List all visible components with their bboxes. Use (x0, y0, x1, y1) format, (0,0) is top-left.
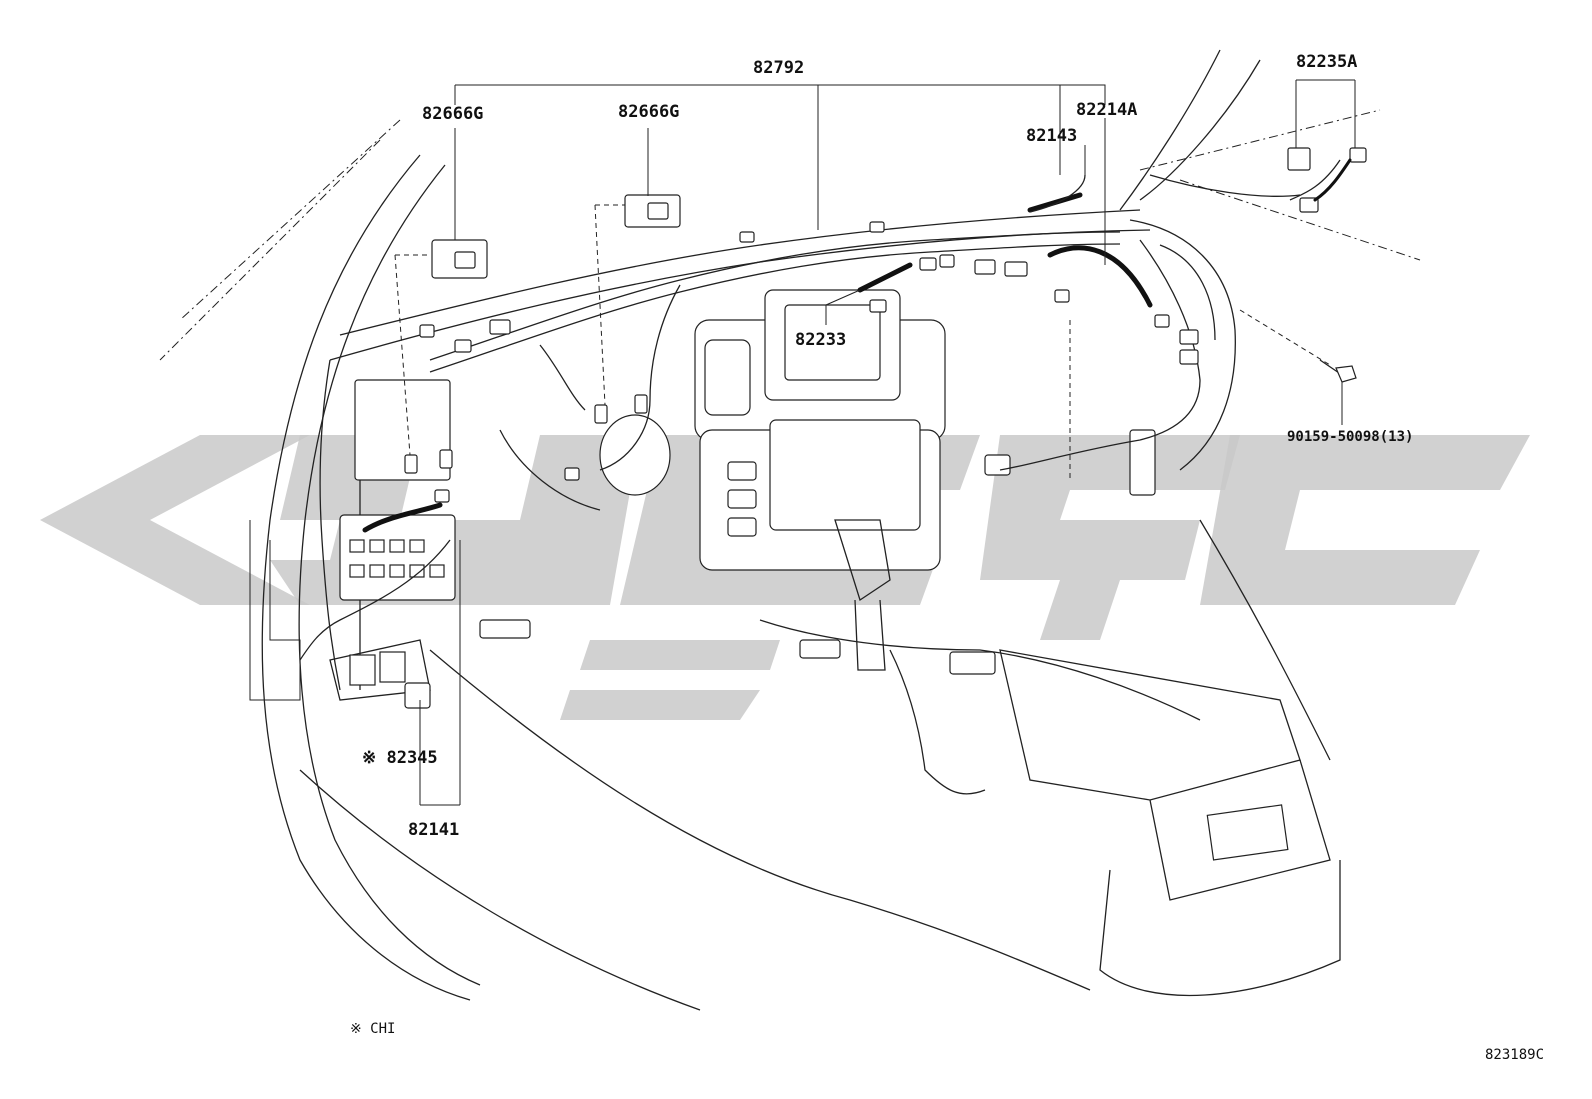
bolt-part (1319, 359, 1357, 383)
callout-82666g-center: 82666G (618, 102, 680, 122)
callout-90159-50098: 90159-50098(13) (1287, 429, 1414, 445)
callout-82235a: 82235A (1296, 52, 1358, 72)
callout-82792: 82792 (753, 58, 805, 78)
leader-lines (394, 79, 1356, 806)
callout-82666g-left: 82666G (422, 104, 484, 124)
switch-parts (404, 147, 1367, 709)
callout-82141: 82141 (408, 820, 460, 840)
dashboard-outline (249, 209, 1341, 997)
body-outline (159, 49, 1421, 1011)
wire-harness (299, 159, 1341, 661)
callout-82143: 82143 (1026, 126, 1078, 146)
callout-82214a: 82214A (1076, 100, 1138, 120)
footnote: ※ CHI (350, 1021, 396, 1037)
callout-82233: 82233 (795, 330, 847, 350)
callout-82345: ※ 82345 (362, 748, 438, 768)
figure-code: 823189C (1485, 1047, 1545, 1063)
